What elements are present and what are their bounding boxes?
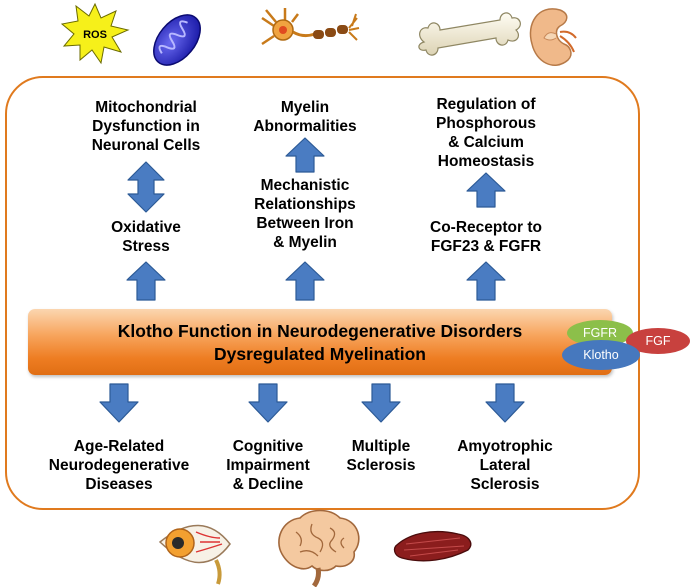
label-age-related: Age-Related Neurodegenerative Diseases — [48, 438, 190, 493]
neuron-icon — [261, 8, 360, 46]
label-iron-myelin: Mechanistic Relationships Between Iron &… — [254, 177, 356, 251]
label-myelin-abnormalities: Myelin Abnormalities — [253, 99, 357, 135]
banner-subtitle: Dysregulated Myelination — [214, 344, 426, 364]
label-als: Amyotrophic Lateral Sclerosis — [457, 438, 553, 493]
label-multiple-sclerosis: Multiple Sclerosis — [346, 438, 416, 474]
top-icons: ROS — [60, 2, 577, 66]
label-coreceptor-fgf23: Co-Receptor to FGF23 & FGFR — [430, 219, 542, 255]
fgf-label: FGF — [645, 334, 671, 348]
down-arrow-cognitive — [248, 383, 288, 423]
klotho-ellipse: Klotho — [562, 340, 640, 370]
banner-title: Klotho Function in Neurodegenerative Dis… — [117, 321, 523, 341]
up-arrow-coreceptor — [466, 261, 506, 301]
bottom-icons — [158, 509, 472, 587]
eye-icon — [158, 524, 231, 585]
down-arrow-als — [485, 383, 525, 423]
brain-icon — [278, 509, 360, 587]
kidney-icon — [529, 8, 577, 66]
up-arrow-regulation — [466, 172, 506, 208]
muscle-icon — [393, 531, 472, 562]
klotho-banner: Klotho Function in Neurodegenerative Dis… — [28, 309, 612, 375]
down-arrow-ms — [361, 383, 401, 423]
ros-burst-icon: ROS — [60, 2, 130, 65]
label-cognitive-impairment: Cognitive Impairment & Decline — [226, 438, 310, 493]
bone-icon — [418, 12, 521, 56]
klotho-label: Klotho — [583, 348, 619, 362]
up-arrow-iron — [285, 261, 325, 301]
double-arrow-left — [127, 161, 165, 213]
label-mitochondrial-dysfunction: Mitochondrial Dysfunction in Neuronal Ce… — [91, 99, 201, 154]
fgfr-label: FGFR — [582, 326, 618, 340]
label-phosphorous-calcium: Regulation of Phosphorous & Calcium Home… — [436, 96, 536, 170]
label-oxidative-stress: Oxidative Stress — [111, 219, 181, 255]
down-arrow-age — [99, 383, 139, 423]
up-arrow-myelin — [285, 137, 325, 173]
outer-frame — [5, 76, 640, 510]
up-arrow-oxidative — [126, 261, 166, 301]
mitochondrion-icon — [153, 14, 201, 66]
ros-label: ROS — [83, 29, 107, 41]
